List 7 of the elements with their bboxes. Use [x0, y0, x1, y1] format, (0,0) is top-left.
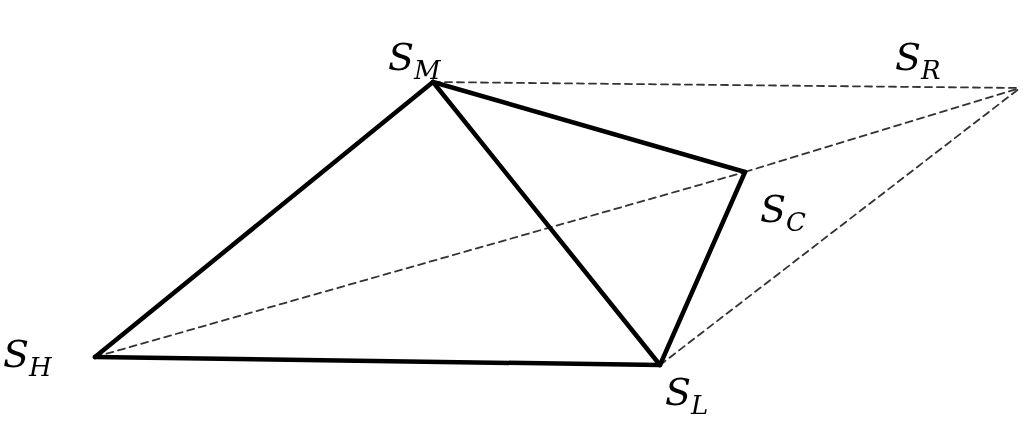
vertex-label: S$_{C}$	[760, 190, 806, 235]
triangle-edge	[92, 354, 663, 368]
vertex-label: S$_{M}$	[388, 38, 441, 83]
triangle-edge	[657, 169, 748, 368]
vertex-label: S$_{R}$	[895, 38, 941, 83]
vertex-label: S$_{H}$	[3, 335, 52, 380]
vertex-label: S$_{L}$	[665, 373, 709, 418]
